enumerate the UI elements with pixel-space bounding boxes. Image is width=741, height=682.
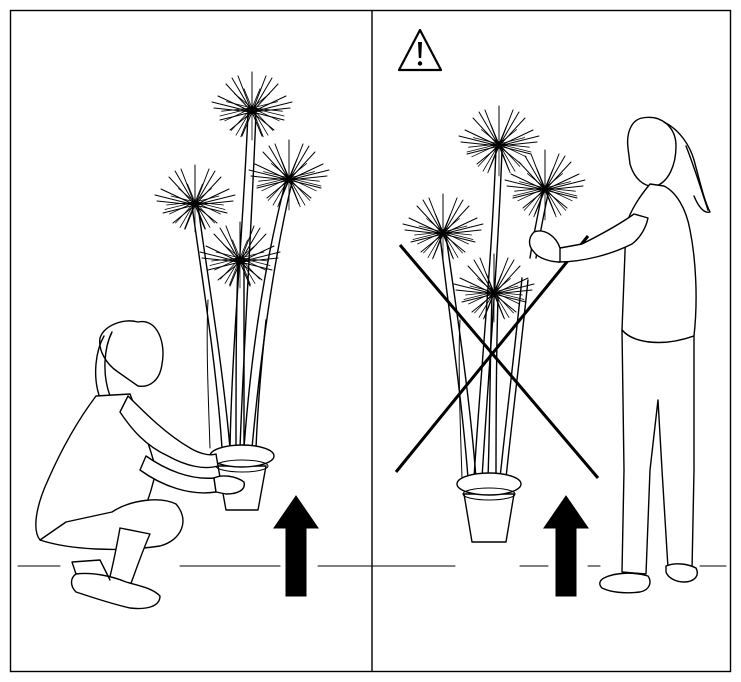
plant-pot [456,472,522,543]
plant-stems [191,111,293,449]
person-lifting-correctly [35,320,245,610]
up-arrow-icon [273,495,319,597]
plant-fronds [154,71,330,289]
up-arrow-icon [543,495,589,597]
panel-correct [35,71,330,610]
panel-incorrect [394,28,711,597]
cross-out-mark [394,235,600,479]
person-lifting-incorrectly [528,116,711,594]
outer-frame [9,9,732,673]
warning-triangle-icon [397,28,443,72]
plant-fronds [402,105,586,323]
